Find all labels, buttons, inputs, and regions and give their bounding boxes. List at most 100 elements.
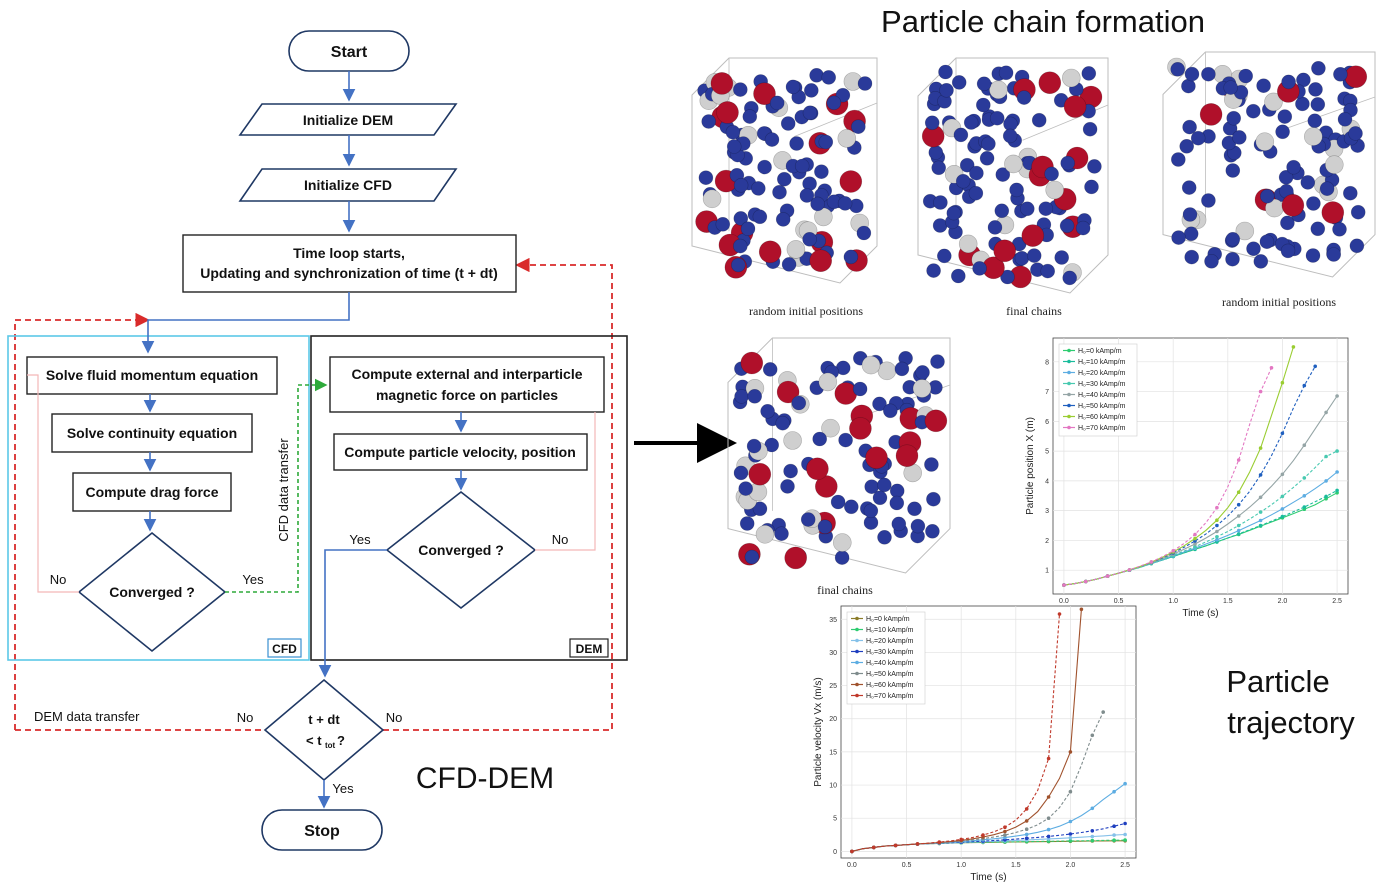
magnetic-particle: [849, 417, 872, 440]
particle: [1348, 126, 1363, 141]
nonmagnetic-particle: [832, 533, 852, 552]
data-point: [1335, 470, 1339, 474]
data-point: [1236, 514, 1241, 518]
nonmagnetic-particle: [1045, 180, 1064, 200]
particle: [838, 432, 853, 448]
particle: [972, 261, 987, 276]
nonmagnetic-particle: [814, 207, 833, 227]
data-point: [1112, 838, 1116, 842]
particle: [1225, 232, 1241, 247]
particle: [1020, 201, 1035, 217]
particle: [1260, 188, 1275, 204]
magnetic-particle: [924, 409, 948, 433]
data-point: [1101, 710, 1105, 714]
data-point: [1057, 612, 1062, 616]
legend-marker: [1067, 381, 1071, 386]
particle: [732, 238, 748, 254]
x-tick-label: 0.0: [1059, 598, 1069, 605]
particle: [834, 550, 850, 565]
particle: [837, 196, 853, 211]
data-point: [1090, 733, 1095, 738]
time-check-end: ?: [337, 733, 345, 748]
data-point: [981, 833, 985, 837]
legend-marker: [855, 693, 859, 698]
particle: [802, 105, 818, 121]
legend-marker: [855, 649, 859, 654]
particle: [1171, 230, 1186, 245]
data-point: [1003, 835, 1007, 840]
particle: [928, 145, 944, 160]
data-point: [872, 845, 876, 850]
no-right-loop: [383, 257, 613, 731]
data-point: [1024, 827, 1029, 831]
nonmagnetic-particle: [755, 524, 775, 544]
particle: [1310, 97, 1326, 112]
particle: [1349, 238, 1365, 254]
data-point: [1003, 833, 1007, 837]
magnetic-particle: [809, 249, 833, 273]
particle: [1000, 269, 1015, 285]
stop-label: Stop: [304, 823, 340, 840]
legend-label: H₀=50 kAmp/m: [866, 671, 914, 678]
legend-marker: [1067, 370, 1071, 375]
data-point: [1236, 502, 1241, 507]
particle: [932, 218, 948, 233]
particle: [963, 115, 979, 130]
particle: [1181, 180, 1197, 195]
y-tick-label: 0: [833, 849, 837, 856]
data-point: [1193, 544, 1197, 549]
particle: [1306, 196, 1321, 211]
legend-marker: [855, 627, 859, 632]
particle-cube-1: [691, 57, 878, 284]
data-point: [1068, 750, 1073, 754]
particle: [1259, 234, 1275, 249]
magnetic-particle: [839, 170, 863, 193]
time-check-sub: tot: [325, 741, 336, 750]
particle: [1075, 220, 1091, 236]
particle: [826, 95, 842, 111]
series-line: [1063, 367, 1273, 586]
particle: [732, 82, 748, 97]
magnetic-particle: [1281, 194, 1305, 217]
particle: [799, 188, 815, 203]
legend-marker: [1067, 348, 1071, 353]
particle: [1084, 179, 1099, 195]
data-point: [1291, 345, 1296, 349]
particle: [981, 136, 996, 152]
particle: [1326, 247, 1341, 262]
nonmagnetic-particle: [1235, 221, 1255, 241]
x-axis-label: Time (s): [970, 872, 1006, 883]
magnetic-particle: [865, 446, 888, 470]
data-point: [1280, 380, 1285, 385]
cube-edge: [793, 102, 878, 138]
data-point: [1258, 389, 1263, 394]
particle: [1223, 80, 1238, 95]
y-tick-label: 30: [829, 650, 837, 657]
data-point: [915, 842, 920, 846]
data-point: [1149, 560, 1154, 564]
legend-marker: [1067, 403, 1071, 408]
particle: [938, 64, 953, 80]
particle: [760, 403, 775, 419]
particle: [1253, 254, 1269, 269]
nonmagnetic-particle: [786, 240, 806, 259]
particle: [802, 232, 817, 247]
particle: [1278, 170, 1294, 185]
nonmagnetic-particle: [1264, 92, 1283, 112]
particle: [762, 362, 778, 377]
particle: [725, 124, 741, 140]
legend-label: H₀=30 kAmp/m: [1078, 381, 1126, 388]
particle: [698, 170, 714, 185]
legend-label: H₀=60 kAmp/m: [866, 682, 914, 689]
legend-label: H₀=10 kAmp/m: [866, 627, 914, 634]
data-point: [1335, 449, 1339, 453]
compute-magnetic-step: [329, 356, 605, 413]
data-point: [1068, 819, 1073, 824]
particle: [1280, 215, 1295, 231]
data-point: [1258, 518, 1263, 523]
particle: [843, 249, 859, 265]
x-tick-label: 2.5: [1332, 598, 1342, 605]
y-tick-label: 7: [1045, 389, 1049, 396]
stop-terminal: [261, 809, 383, 851]
